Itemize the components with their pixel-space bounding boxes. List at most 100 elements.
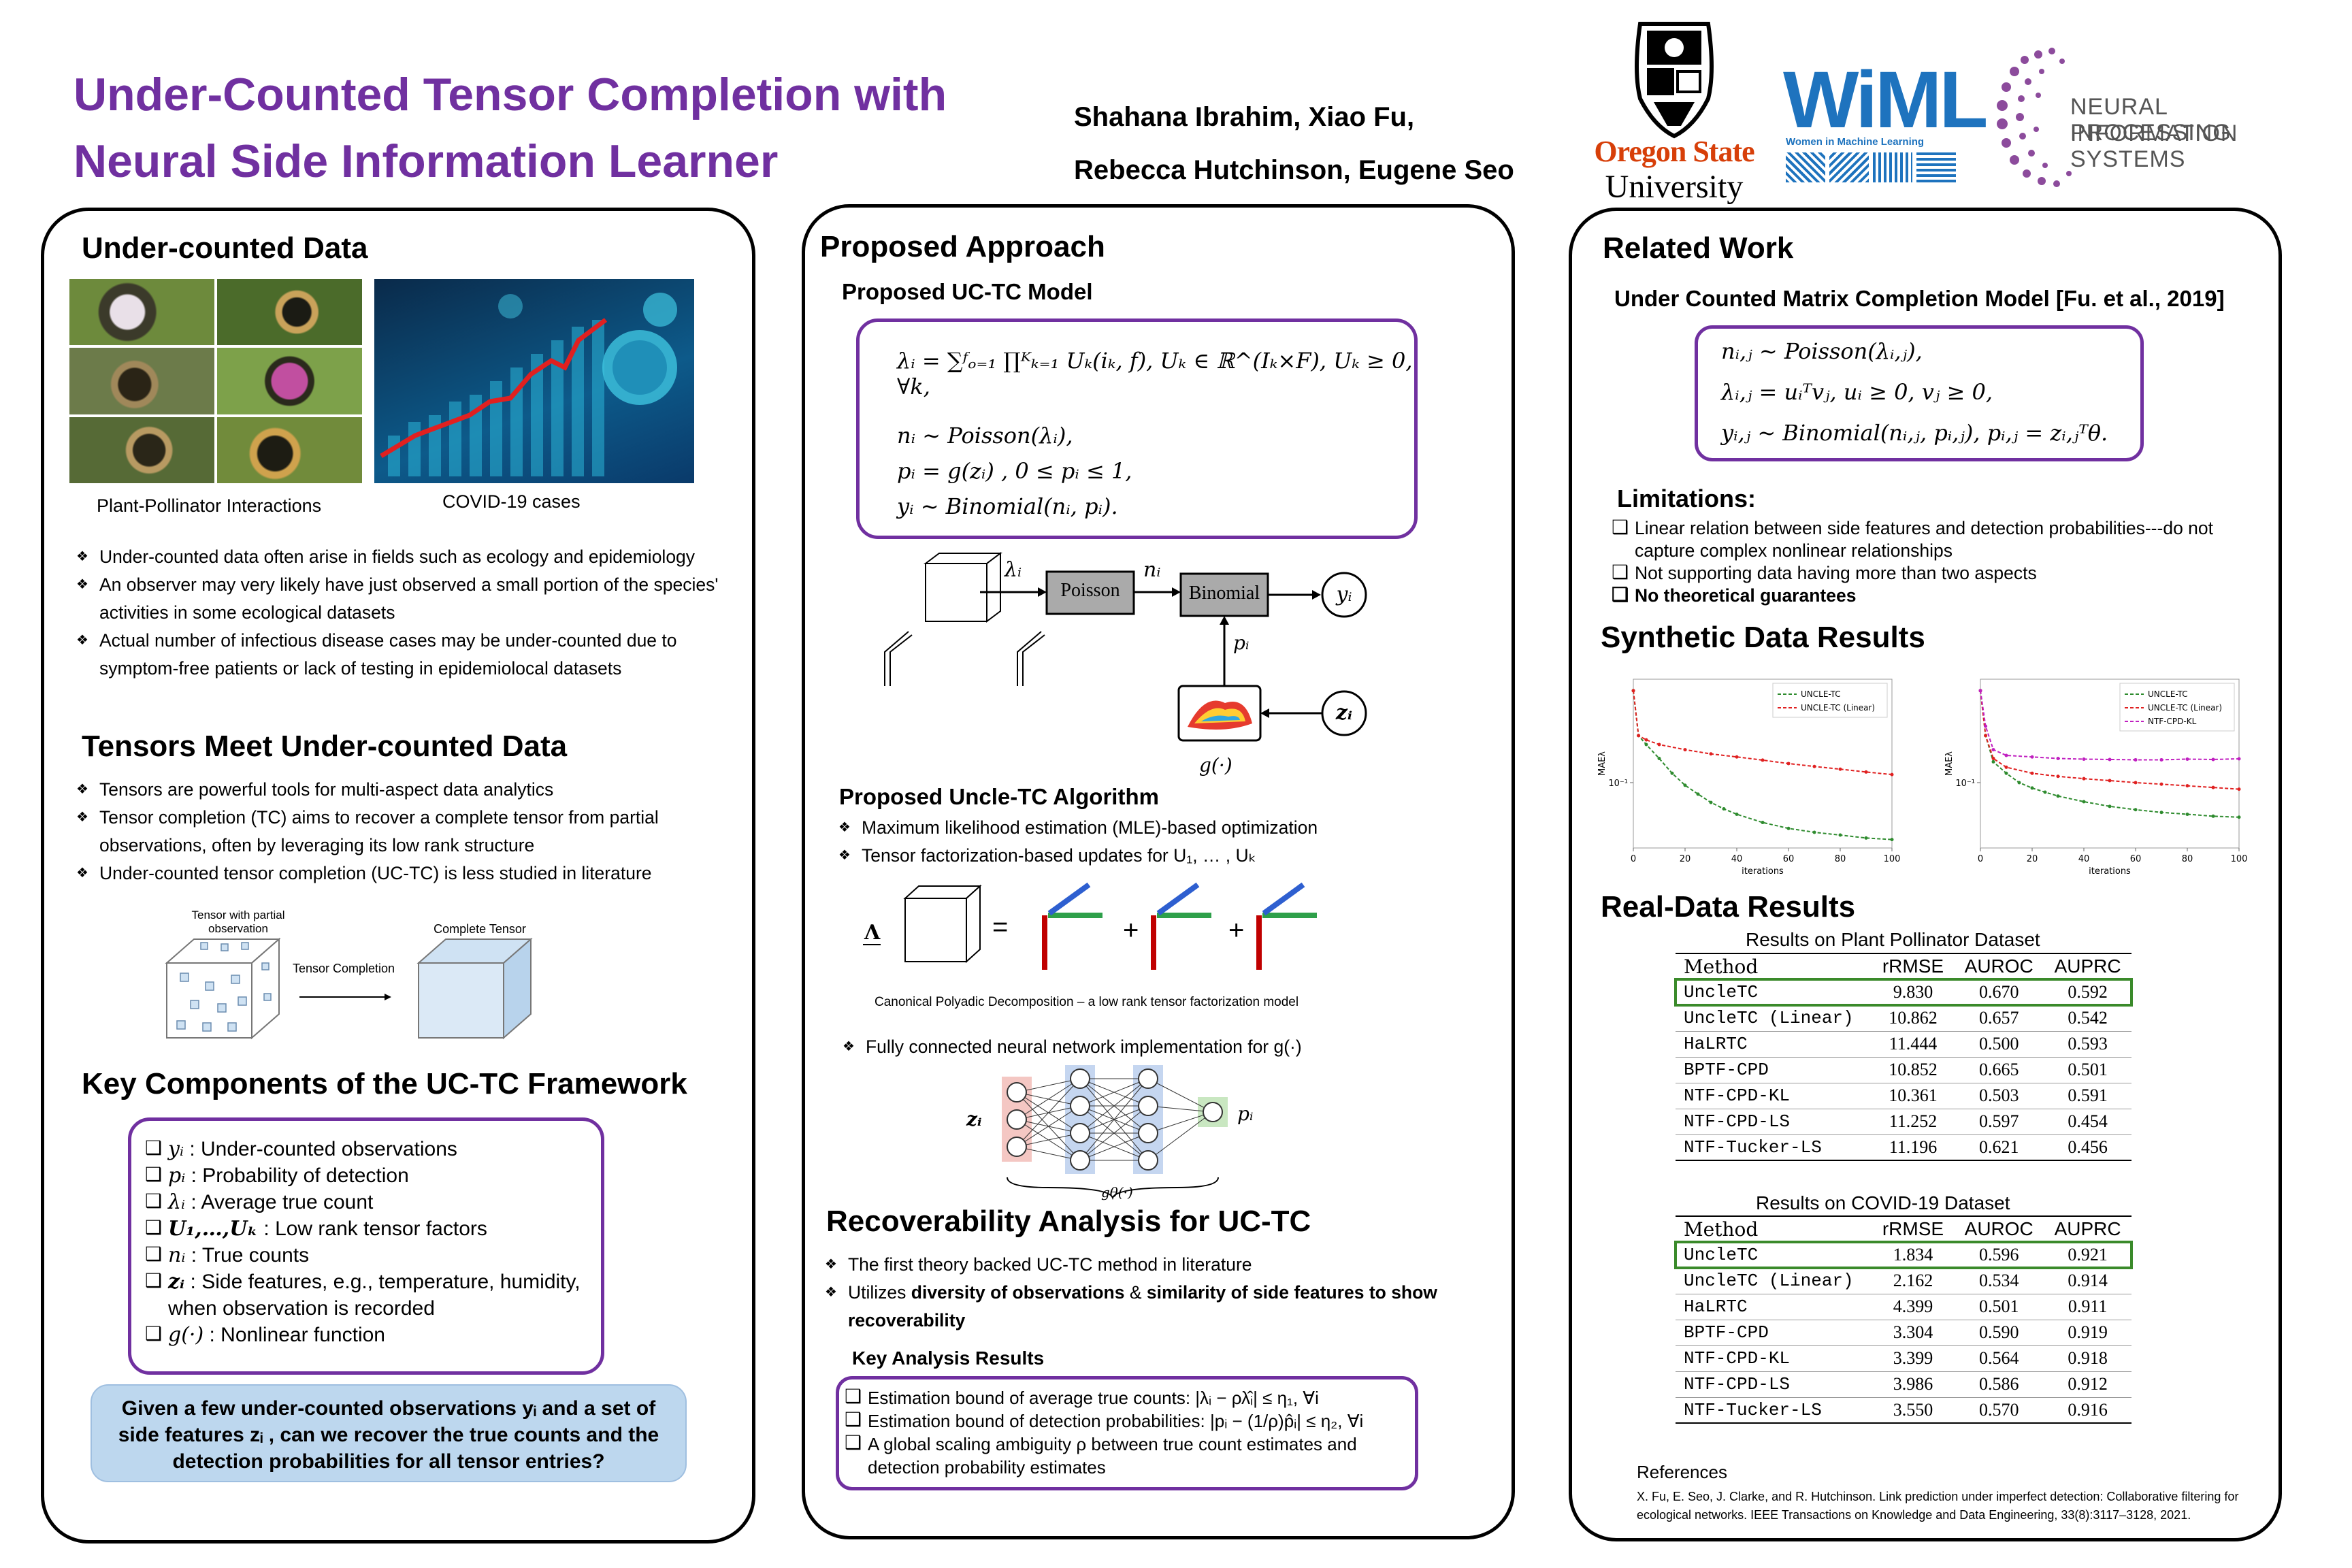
table-cell: 10.862 xyxy=(1872,1005,1955,1032)
x-tick-label: 60 xyxy=(2130,854,2142,864)
data-point xyxy=(1683,783,1687,787)
poster-title: Under-Counted Tensor Completion with Neu… xyxy=(74,61,1081,195)
components-list: yᵢ : Under-counted observations pᵢ : Pro… xyxy=(144,1134,600,1348)
data-point xyxy=(2004,765,2008,769)
table-cell: 10.361 xyxy=(1872,1083,1955,1109)
osu-shield-icon xyxy=(1635,22,1714,139)
authors-line-1: Shahana Ibrahim, Xiao Fu, xyxy=(1074,102,1415,132)
covid-image xyxy=(374,279,694,483)
data-point xyxy=(2056,757,2060,761)
data-point xyxy=(1864,770,1868,774)
data-point xyxy=(2082,757,2086,761)
data-point xyxy=(1984,734,1988,738)
bullet-item: Maximum likelihood estimation (MLE)-base… xyxy=(837,814,1484,842)
data-point xyxy=(2237,757,2241,761)
caption-covid: COVID-19 cases xyxy=(442,491,581,512)
data-point xyxy=(1812,764,1816,768)
bullet-item: Under-counted data often arise in fields… xyxy=(75,543,721,571)
label-complete-tensor: Complete Tensor xyxy=(434,922,526,936)
table-cell: 4.399 xyxy=(1872,1294,1955,1320)
bullets-tensors: Tensors are powerful tools for multi-asp… xyxy=(75,776,721,887)
component-item: U₁,…,Uₖ : Low rank tensor factors xyxy=(144,1214,600,1242)
heading-algorithm: Proposed Uncle-TC Algorithm xyxy=(839,784,1159,809)
data-point xyxy=(2237,815,2241,819)
legend-label: UNCLE-TC (Linear) xyxy=(1801,703,1875,713)
neurips-logo: NEURAL INFORMATION PROCESSING SYSTEMS xyxy=(1987,41,2341,197)
data-point xyxy=(1644,742,1648,747)
table1-title: Results on Plant Pollinator Dataset xyxy=(1746,929,2040,950)
data-point xyxy=(1991,748,1995,752)
x-tick-label: 40 xyxy=(1731,854,1743,864)
eq-ucmc-lambda: λᵢ,ⱼ = uᵢᵀvⱼ, uᵢ ≥ 0, vⱼ ≥ 0, xyxy=(1721,379,1993,405)
legend-label: NTF-CPD-KL xyxy=(2148,717,2197,726)
heading-ucmc: Under Counted Matrix Completion Model [F… xyxy=(1614,286,2225,311)
recover-bullets: The first theory backed UC-TC method in … xyxy=(823,1251,1450,1335)
data-point xyxy=(1890,772,1894,777)
diag-binomial: Binomial xyxy=(1188,583,1260,604)
table-cell: 0.454 xyxy=(2044,1109,2132,1135)
table-cell: 0.914 xyxy=(2044,1268,2132,1294)
table-cell: HaLRTC xyxy=(1676,1031,1872,1058)
data-point xyxy=(2185,784,2189,788)
table2-title: Results on COVID-19 Dataset xyxy=(1756,1192,2010,1213)
components-box: yᵢ : Under-counted observations pᵢ : Pro… xyxy=(128,1117,604,1375)
limitation-item: No theoretical guarantees xyxy=(1610,583,2236,607)
table-cell: 0.500 xyxy=(1954,1031,2044,1058)
data-point xyxy=(1722,807,1726,811)
diag-poisson: Poisson xyxy=(1060,580,1120,601)
table-cell: NTF-CPD-KL xyxy=(1676,1083,1872,1109)
legend: UNCLE-TC UNCLE-TC (Linear) xyxy=(1772,683,1888,718)
table-cell: 11.252 xyxy=(1872,1109,1955,1135)
table-cell: 0.912 xyxy=(2044,1371,2132,1398)
nn-figure: zᵢ pᵢ gθ(·) xyxy=(966,1062,1266,1205)
data-point xyxy=(1761,758,1765,762)
cpd-diagram-icon: Λ = + + xyxy=(863,882,1317,970)
data-point xyxy=(2082,777,2086,781)
table-cell: 0.564 xyxy=(1954,1345,2044,1372)
y-axis-label: MAEλ xyxy=(1944,751,1955,776)
heading-limitations: Limitations: xyxy=(1617,485,1756,512)
covid-chart-icon xyxy=(380,293,677,476)
cpd-caption: Canonical Polyadic Decomposition – a low… xyxy=(875,995,1299,1009)
svg-text:+: + xyxy=(1123,915,1139,945)
heading-related: Related Work xyxy=(1603,231,1794,265)
heading-approach: Proposed Approach xyxy=(820,230,1105,263)
component-item: nᵢ : True counts xyxy=(144,1241,600,1269)
bullet-item: Tensors are powerful tools for multi-asp… xyxy=(75,776,721,804)
nn-input-label: zᵢ xyxy=(966,1108,982,1130)
table-cell: UncleTC (Linear) xyxy=(1676,1005,1872,1032)
data-point xyxy=(1786,826,1791,830)
table-cell: 0.670 xyxy=(1954,979,2044,1006)
data-point xyxy=(2056,774,2060,779)
data-point xyxy=(1696,792,1700,796)
x-tick-label: 0 xyxy=(1978,854,1983,864)
authors-line-2: Rebecca Hutchinson, Eugene Seo xyxy=(1074,155,1514,185)
data-point xyxy=(2108,757,2112,762)
x-tick-label: 40 xyxy=(2078,854,2090,864)
model-equation-box: λᵢ = ∑ᶠₒ₌₁ ∏ᴷₖ₌₁ Uₖ(iₖ, f), Uₖ ∈ ℝ^(Iₖ×F… xyxy=(856,318,1418,539)
title-line-1: Under-Counted Tensor Completion with xyxy=(74,69,947,120)
bullet-item: An observer may very likely have just ob… xyxy=(75,571,721,627)
data-point xyxy=(2211,757,2215,762)
heading-undercounted-data: Under-counted Data xyxy=(82,231,368,265)
table-cell: NTF-CPD-KL xyxy=(1676,1345,1872,1372)
data-point xyxy=(2134,808,2138,812)
data-point xyxy=(1812,830,1816,834)
x-tick-label: 80 xyxy=(2182,854,2193,864)
table-cell: BPTF-CPD xyxy=(1676,1320,1872,1346)
table-cell: 0.534 xyxy=(1954,1268,2044,1294)
data-point xyxy=(2108,779,2112,783)
ucmc-equation-box: nᵢ,ⱼ ~ Poisson(λᵢ,ⱼ), λᵢ,ⱼ = uᵢᵀvⱼ, uᵢ ≥… xyxy=(1695,325,2144,461)
heading-synthetic: Synthetic Data Results xyxy=(1601,621,1925,654)
legend-label: UNCLE-TC xyxy=(1801,689,1841,699)
osu-logo: Oregon State University xyxy=(1579,17,1769,208)
tensor-completion-figure: Tensor with partial observation Tensor C… xyxy=(163,909,544,1045)
